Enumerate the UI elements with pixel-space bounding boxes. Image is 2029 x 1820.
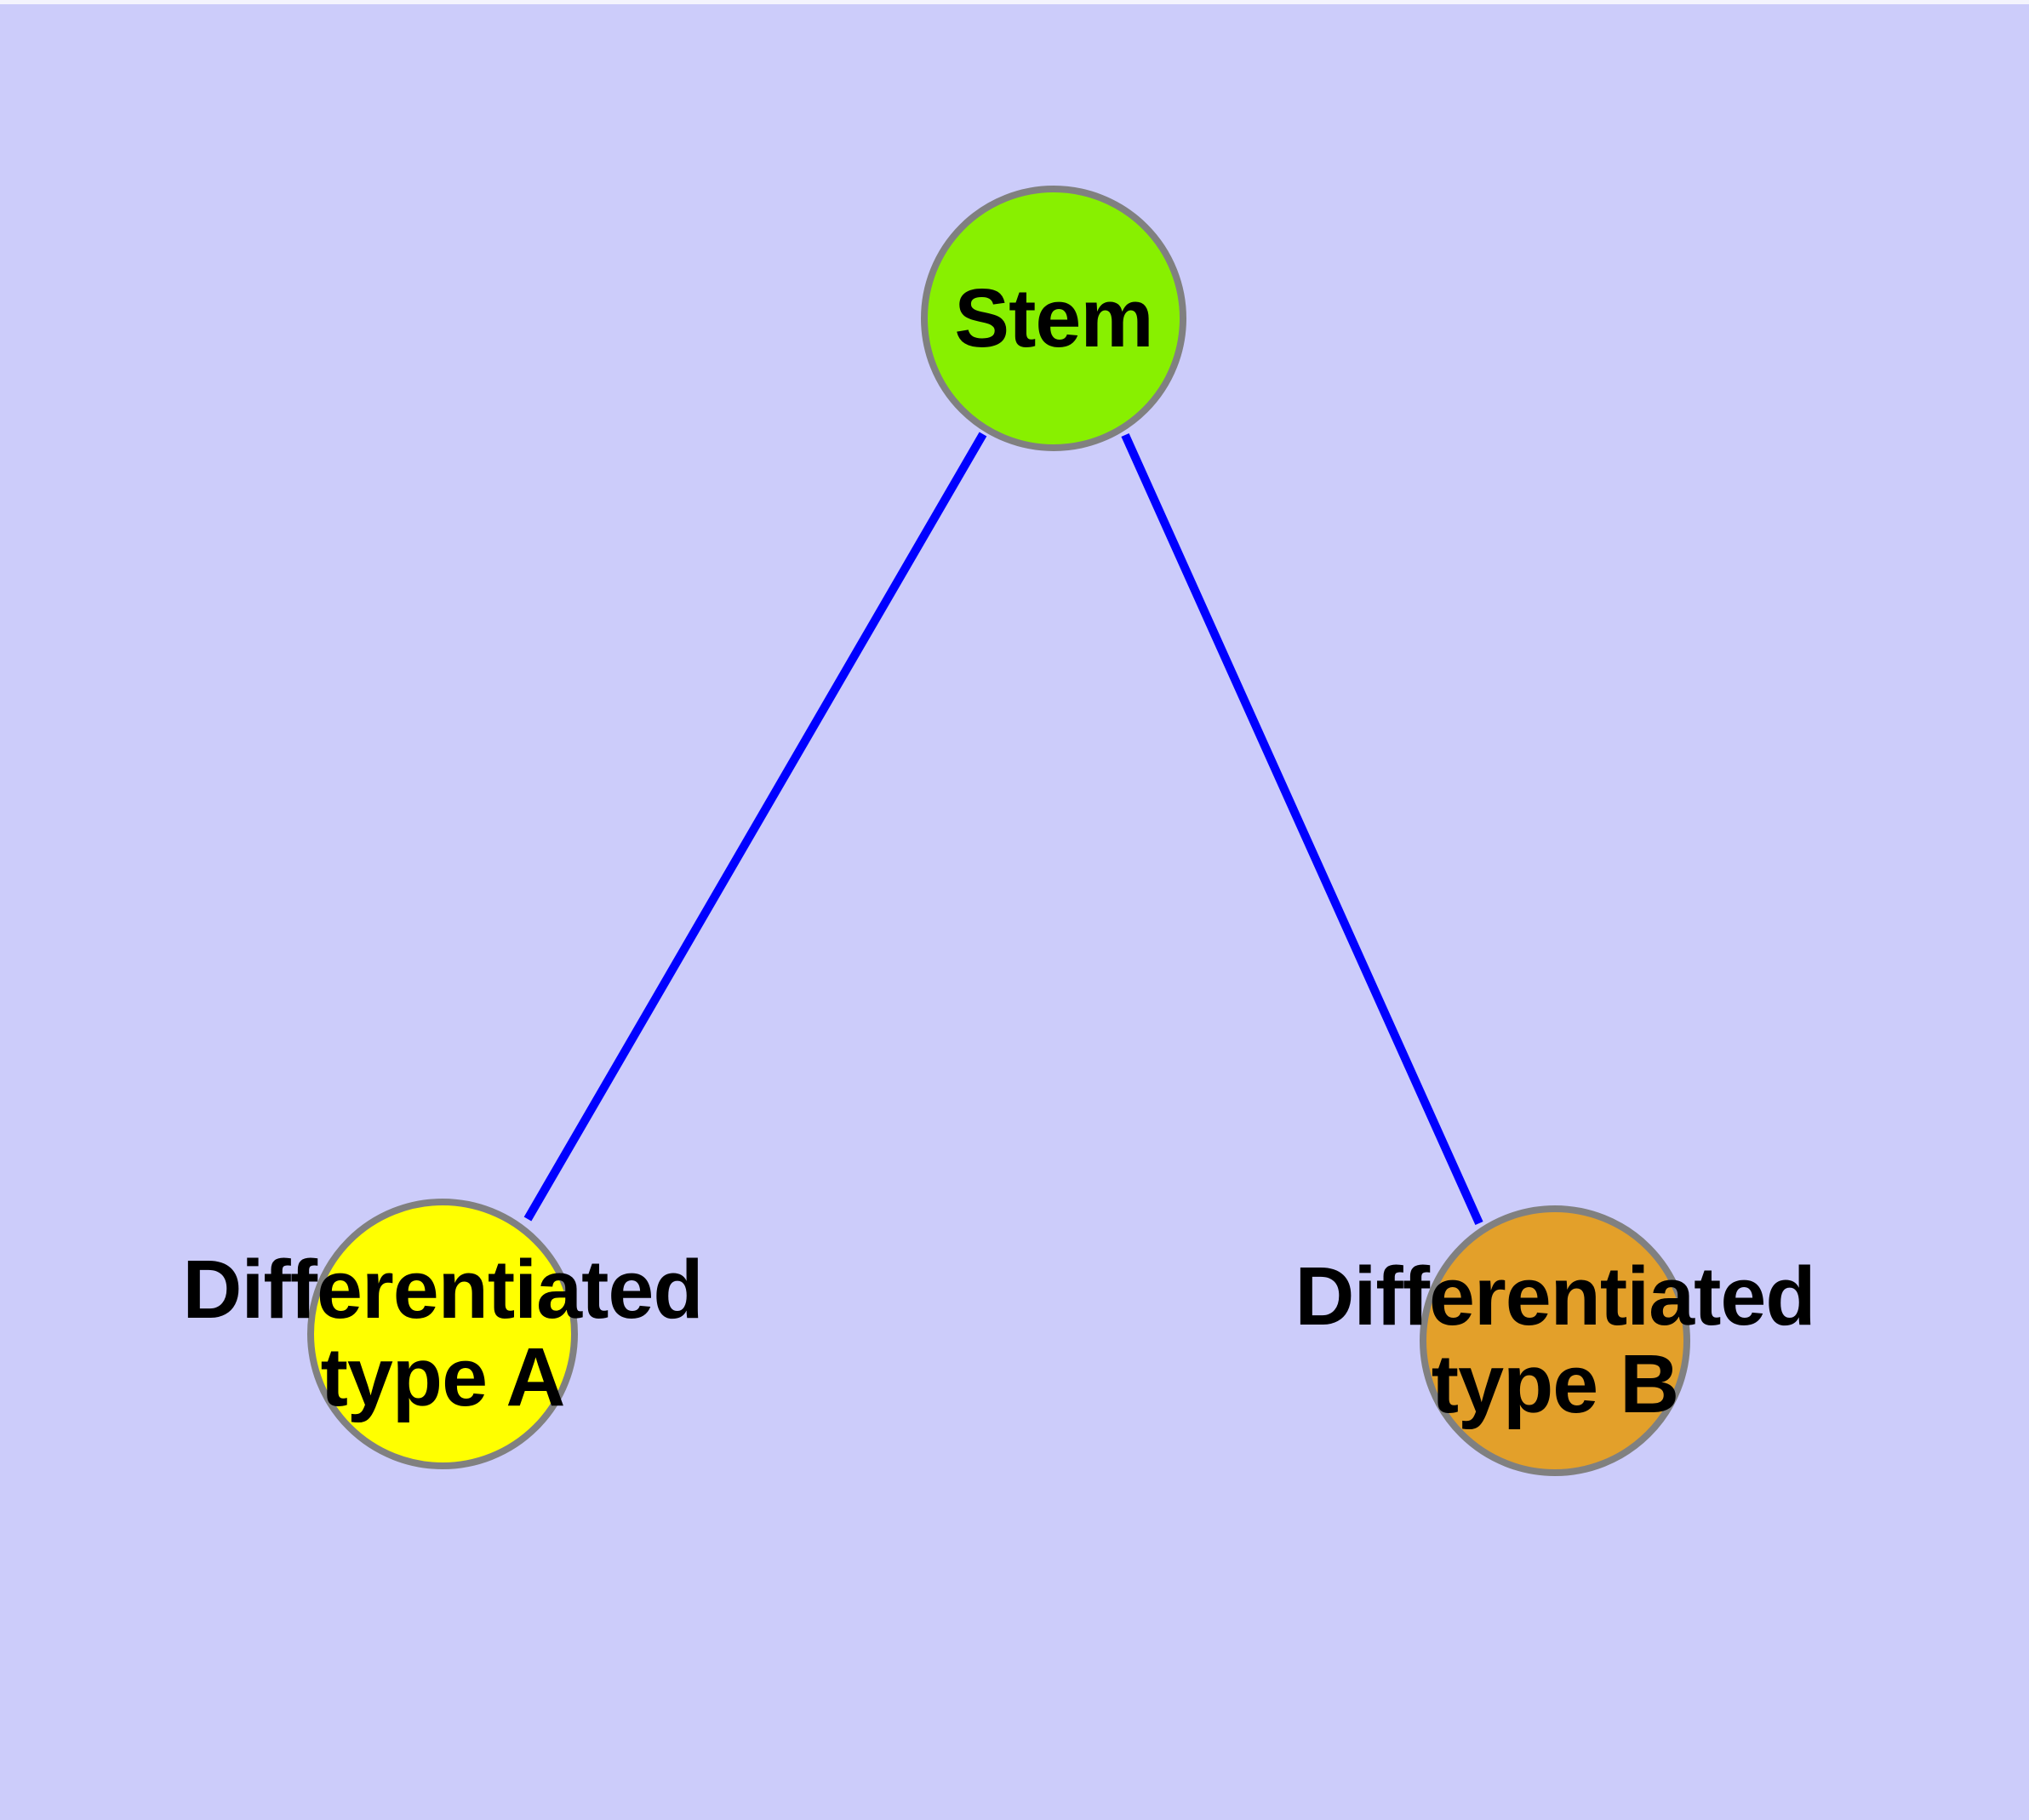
edge-layer xyxy=(523,432,1483,1226)
node-stem[interactable] xyxy=(921,186,1186,451)
edge-stem-to-diff-a xyxy=(523,432,987,1222)
node-differentiated-type-b[interactable] xyxy=(1420,1205,1690,1476)
top-edge-strip xyxy=(0,0,2029,4)
node-layer xyxy=(307,186,1690,1476)
edge-stem-to-diff-b xyxy=(1121,432,1483,1226)
node-differentiated-type-a[interactable] xyxy=(307,1199,578,1469)
